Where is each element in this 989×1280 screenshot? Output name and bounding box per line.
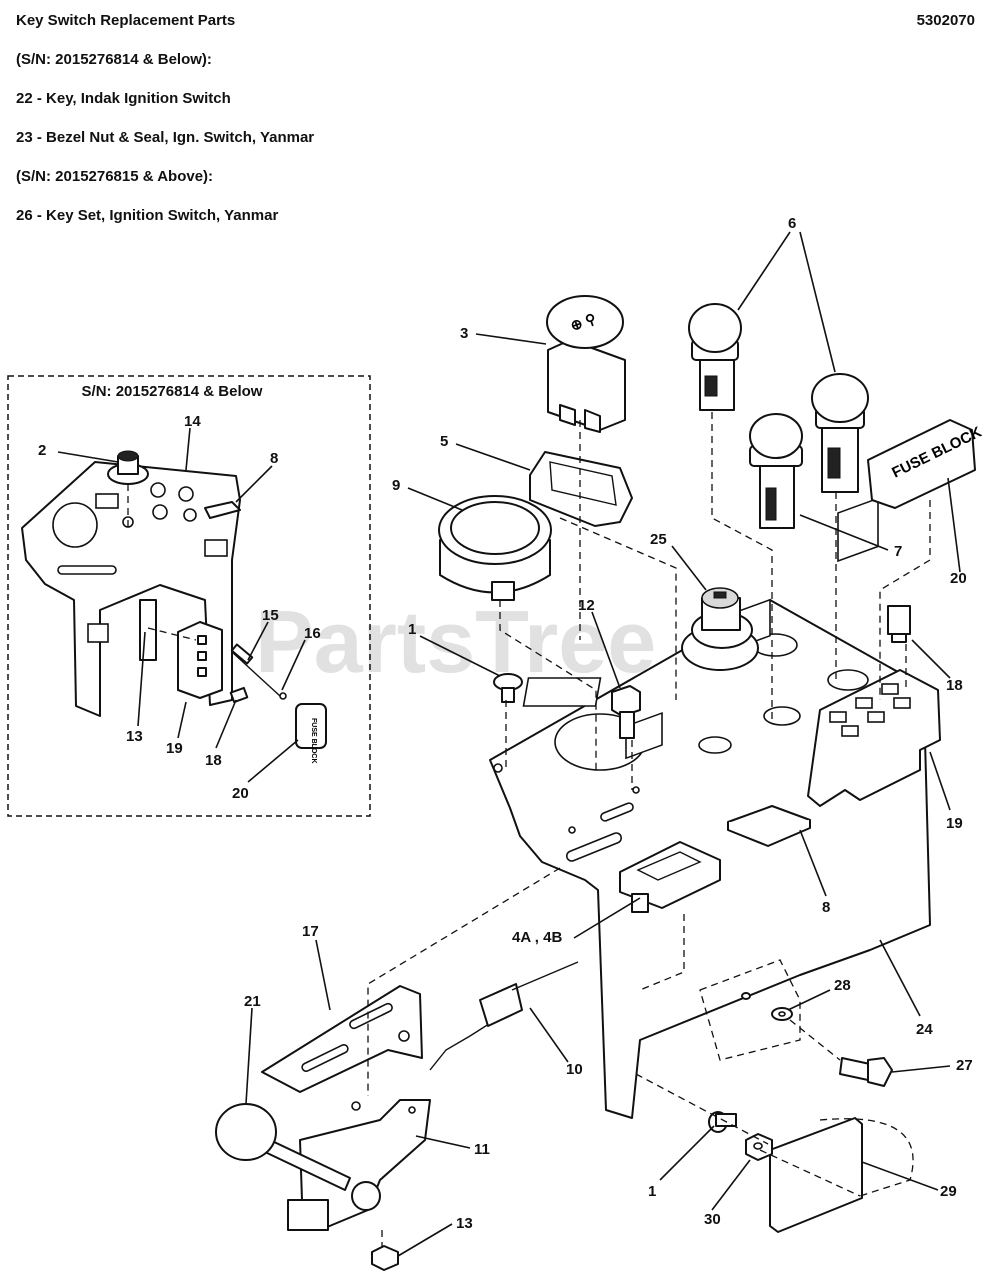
indicator-light-7	[749, 413, 803, 529]
header-title: Key Switch Replacement Parts	[16, 12, 236, 29]
callout-20: 20	[950, 570, 967, 587]
indicator-light-6b	[811, 373, 869, 493]
svg-text:FUSE BLOCK: FUSE BLOCK	[310, 718, 317, 764]
callout-11: 11	[474, 1141, 490, 1158]
callout-29: 29	[940, 1183, 957, 1200]
inset-title: S/N: 2015276814 & Below	[82, 383, 263, 400]
screw-1-top	[493, 673, 523, 703]
washer-28	[741, 992, 793, 1021]
throttle-lever	[215, 1099, 431, 1231]
inset-callout-16: 16	[304, 625, 321, 642]
document-number: 5302070	[916, 12, 975, 29]
ignition-switch	[681, 587, 759, 671]
fuse-18	[887, 605, 911, 643]
callout-17: 17	[302, 923, 319, 940]
bolt-12	[611, 685, 641, 739]
inset-callout-19: 19	[166, 740, 183, 757]
callout-6: 6	[788, 215, 796, 232]
nut-13	[371, 1245, 399, 1271]
callout-12: 12	[578, 597, 595, 614]
callout-18: 18	[946, 677, 963, 694]
callout-13: 13	[456, 1215, 473, 1232]
callout-9: 9	[392, 477, 400, 494]
watermark: PartsTree	[255, 592, 656, 691]
inset-callout-13: 13	[126, 728, 143, 745]
callout-21: 21	[244, 993, 261, 1010]
inset-ignition-switch	[107, 450, 149, 485]
callout-28: 28	[834, 977, 851, 994]
inset-callout-18: 18	[205, 752, 222, 769]
hour-meter	[438, 495, 552, 601]
inset-callout-20: 20	[232, 785, 249, 802]
callout-1-bottom: 1	[648, 1183, 656, 1200]
weight-block-29	[769, 1117, 863, 1233]
callout-5: 5	[440, 433, 448, 450]
inset-callout-8: 8	[270, 450, 278, 467]
switch-4a-4b	[619, 841, 721, 913]
bolt-27	[839, 1057, 893, 1087]
pto-switch: ⊕ ⚲	[546, 295, 626, 433]
indicator-light-6a	[688, 303, 742, 411]
header-line-1: (S/N: 2015276814 & Below):	[16, 51, 212, 68]
inset-callout-2: 2	[38, 442, 46, 459]
fuse-block: FUSE BLOCK	[867, 419, 985, 509]
inset-callout-14: 14	[184, 413, 201, 430]
callout-25: 25	[650, 531, 667, 548]
callout-4a-4b: 4A , 4B	[512, 929, 562, 946]
header-line-3: 23 - Bezel Nut & Seal, Ign. Switch, Yanm…	[16, 129, 315, 146]
nut-30	[745, 1133, 773, 1161]
header-line-5: 26 - Key Set, Ignition Switch, Yanmar	[16, 207, 279, 224]
callout-10: 10	[566, 1061, 583, 1078]
callout-24: 24	[916, 1021, 933, 1038]
callout-3: 3	[460, 325, 468, 342]
header-line-4: (S/N: 2015276815 & Above):	[16, 168, 214, 185]
inset-fuse-block: FUSE BLOCK	[295, 703, 327, 764]
callout-30: 30	[704, 1211, 721, 1228]
cable-10	[429, 961, 579, 1071]
inset-callout-15: 15	[262, 607, 279, 624]
inset-panel: S/N: 2015276814 & Below	[7, 375, 371, 817]
lever-bracket-17	[261, 985, 423, 1093]
header-line-2: 22 - Key, Indak Ignition Switch	[16, 90, 231, 107]
fuse-holder	[807, 669, 941, 807]
hole-plug-8-side	[727, 820, 811, 847]
callout-1-top: 1	[408, 621, 416, 638]
callout-19: 19	[946, 815, 963, 832]
callout-7: 7	[894, 543, 902, 560]
switch-bezel	[529, 451, 633, 527]
dashed-outline-24	[699, 959, 801, 1061]
callout-8: 8	[822, 899, 830, 916]
callout-27: 27	[956, 1057, 973, 1074]
